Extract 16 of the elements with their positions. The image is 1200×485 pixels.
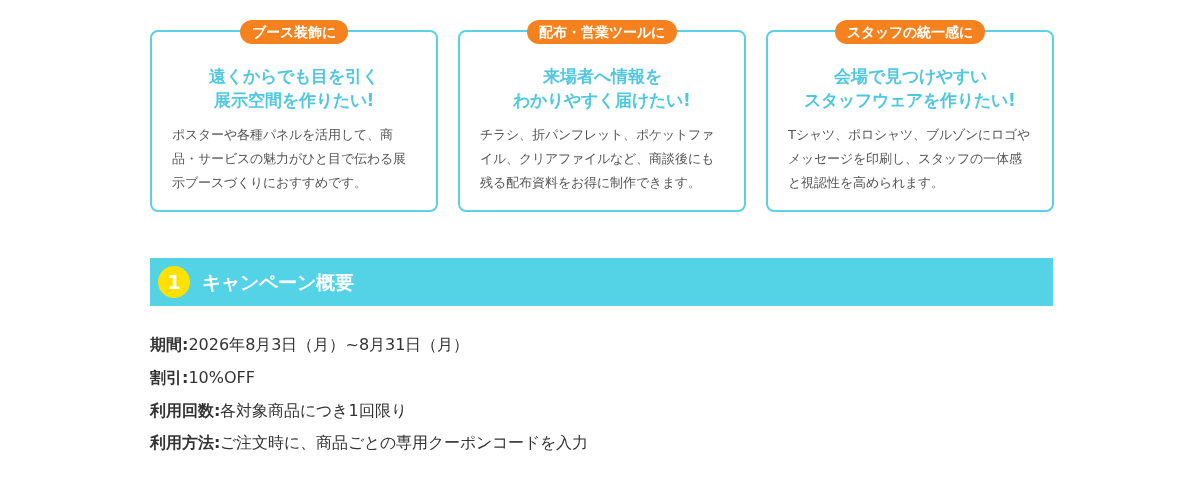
info-line: 利用方法:ご注文時に、商品ごとの専用クーポンコードを入力 bbox=[150, 432, 589, 454]
tag-badge: ブース装飾に bbox=[240, 20, 348, 44]
card-heading: 来場者へ情報をわかりやすく届けたい! bbox=[512, 65, 692, 112]
info-line: 期間:2026年8月3日（月）~8月31日（月） bbox=[150, 334, 470, 356]
card-description: チラシ、折パンフレット、ポケットファイル、クリアファイルなど、商談後にも残る配布資料をお得に制作できます。 bbox=[480, 126, 715, 192]
card-description: Tシャツ、ポロシャツ、ブルゾンにロゴやメッセージを印刷し、スタッフの一体感と視認性を高められます。 bbox=[788, 126, 1031, 192]
info-line: 利用回数:各対象商品につき1回限り bbox=[150, 400, 407, 422]
card-heading: 会場で見つけやすいスタッフウェアを作りたい! bbox=[803, 65, 1017, 112]
info-line: 割引:10%OFF bbox=[150, 367, 255, 389]
tag-badge: スタッフの統一感に bbox=[835, 20, 985, 44]
tag-badge: 配布・営業ツールに bbox=[527, 20, 677, 44]
card-description: ポスターや各種パネルを活用して、商品・サービスの魅力がひと目で伝わる展示ブースづくりにおすすめです。 bbox=[172, 126, 407, 192]
section-header-bar bbox=[150, 258, 1053, 306]
card-heading: 遠くからでも目を引く展示空間を作りたい! bbox=[208, 65, 380, 112]
number-circle: 1 bbox=[158, 266, 190, 298]
section-title: キャンペーン概要 bbox=[202, 270, 354, 295]
